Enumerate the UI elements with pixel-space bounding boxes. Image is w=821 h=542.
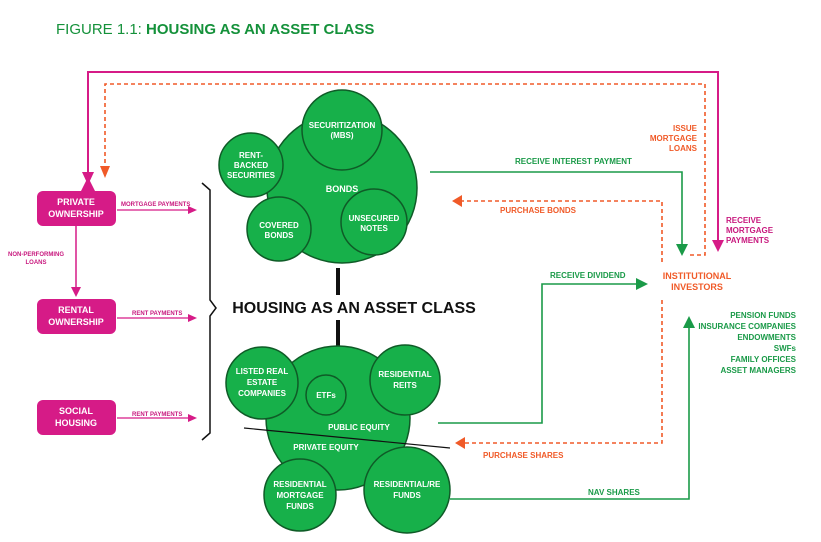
arrowhead-pink-down-icon	[712, 240, 724, 252]
arrowhead-pink-down-icon	[71, 287, 81, 297]
unsecured-notes-circle	[340, 188, 408, 256]
purchase-bonds-label: PURCHASE BONDS	[500, 206, 577, 215]
svg-text:BONDS: BONDS	[265, 231, 295, 240]
svg-text:MORTGAGE: MORTGAGE	[276, 491, 324, 500]
arrowhead-pink-down-icon	[82, 172, 94, 185]
issue-mortgage-label: ISSUE	[673, 124, 698, 133]
center-title: HOUSING AS AN ASSET CLASS	[232, 300, 476, 317]
svg-text:OWNERSHIP: OWNERSHIP	[48, 209, 104, 219]
institutional-investors-title-2: INVESTORS	[671, 282, 723, 292]
investor-type: PENSION FUNDS	[730, 311, 796, 320]
rental-ownership-box: RENTAL OWNERSHIP	[37, 299, 116, 334]
arrowhead-pink-right-icon	[188, 206, 197, 214]
svg-text:LISTED REAL: LISTED REAL	[236, 367, 289, 376]
covered-bonds-circle	[246, 196, 312, 262]
nav-shares-label: NAV SHARES	[588, 488, 641, 497]
residential-reits-circle	[369, 344, 441, 416]
receive-interest-flow	[430, 171, 683, 248]
rent-payments-label-2: RENT PAYMENTS	[132, 412, 182, 418]
svg-text:COVERED: COVERED	[259, 221, 299, 230]
etfs-circle	[305, 374, 347, 416]
svg-text:FUNDS: FUNDS	[286, 502, 314, 511]
arrowhead-orange-left-icon	[455, 437, 465, 449]
svg-text:SECURITIES: SECURITIES	[227, 171, 276, 180]
receive-dividend-label: RECEIVE DIVIDEND	[550, 271, 626, 280]
public-equity-label: PUBLIC EQUITY	[328, 423, 390, 432]
svg-text:RENTAL: RENTAL	[58, 305, 94, 315]
grouping-brace	[201, 182, 217, 441]
svg-text:OWNERSHIP: OWNERSHIP	[48, 317, 104, 327]
svg-text:COMPANIES: COMPANIES	[238, 389, 287, 398]
investor-type: ENDOWMENTS	[737, 333, 796, 342]
svg-text:RESIDENTIAL: RESIDENTIAL	[273, 480, 326, 489]
svg-text:RENT-: RENT-	[239, 151, 263, 160]
investor-type: FAMILY OFFICES	[731, 355, 797, 364]
securitization-circle	[301, 89, 383, 171]
svg-text:HOUSING: HOUSING	[55, 418, 97, 428]
non-performing-label-2: LOANS	[26, 260, 47, 266]
residential-re-funds-circle	[363, 446, 451, 534]
receive-dividend-flow	[438, 283, 640, 424]
receive-mortgage-label-3: PAYMENTS	[726, 236, 770, 245]
svg-text:PRIVATE: PRIVATE	[57, 197, 95, 207]
private-equity-label: PRIVATE EQUITY	[293, 443, 359, 452]
svg-text:(MBS): (MBS)	[330, 131, 353, 140]
non-performing-label: NON-PERFORMING	[8, 252, 64, 258]
residential-mortgage-funds-circle	[263, 458, 337, 532]
investor-type: ASSET MANAGERS	[720, 366, 796, 375]
svg-text:RESIDENTIAL/RE: RESIDENTIAL/RE	[374, 480, 441, 489]
nav-shares-flow	[450, 324, 690, 500]
purchase-bonds-flow	[458, 200, 663, 262]
arrowhead-green-down-icon	[676, 244, 688, 256]
issue-mortgage-label-3: LOANS	[669, 144, 698, 153]
bonds-cluster: BONDS SECURITIZATION (MBS) RENT- BACKED …	[218, 89, 418, 264]
svg-text:NOTES: NOTES	[360, 224, 388, 233]
svg-text:RESIDENTIAL: RESIDENTIAL	[378, 370, 431, 379]
figure-title: FIGURE 1.1: HOUSING AS AN ASSET CLASS	[56, 21, 374, 38]
arrowhead-orange-down-icon	[100, 166, 110, 178]
purchase-shares-flow	[462, 300, 663, 444]
arrowhead-green-right-icon	[636, 278, 648, 290]
arrowhead-pink-right-icon	[188, 314, 197, 322]
bonds-label: BONDS	[326, 184, 359, 194]
svg-text:ESTATE: ESTATE	[247, 378, 278, 387]
investor-type: SWFs	[774, 344, 797, 353]
institutional-investors-title: INSTITUTIONAL	[663, 271, 732, 281]
arrowhead-green-up-icon	[683, 316, 695, 328]
arrowhead-pink-right-icon	[188, 414, 197, 422]
social-housing-box: SOCIAL HOUSING	[37, 400, 116, 435]
investor-type: INSURANCE COMPANIES	[698, 322, 796, 331]
issue-mortgage-loans-flow	[104, 83, 706, 256]
purchase-shares-label: PURCHASE SHARES	[483, 451, 564, 460]
public-private-divider	[243, 427, 451, 449]
svg-text:BACKED: BACKED	[234, 161, 268, 170]
rent-backed-securities-circle	[218, 132, 284, 198]
rent-payments-label: RENT PAYMENTS	[132, 311, 182, 317]
mortgage-payments-label: MORTGAGE PAYMENTS	[121, 202, 190, 208]
equity-cluster: LISTED REAL ESTATE COMPANIES ETFs RESIDE…	[225, 344, 451, 534]
receive-interest-label: RECEIVE INTEREST PAYMENT	[515, 157, 632, 166]
svg-text:SECURITIZATION: SECURITIZATION	[309, 121, 376, 130]
svg-text:UNSECURED: UNSECURED	[349, 214, 400, 223]
receive-mortgage-payments-flow	[80, 71, 719, 246]
listed-real-estate-circle	[225, 346, 299, 420]
receive-mortgage-label-2: MORTGAGE	[726, 226, 774, 235]
receive-mortgage-label: RECEIVE	[726, 216, 762, 225]
svg-text:FUNDS: FUNDS	[393, 491, 421, 500]
svg-text:REITS: REITS	[393, 381, 417, 390]
private-ownership-box: PRIVATE OWNERSHIP	[37, 191, 116, 226]
issue-mortgage-label-2: MORTGAGE	[650, 134, 698, 143]
svg-text:ETFs: ETFs	[316, 391, 336, 400]
arrowhead-orange-left-icon	[452, 195, 462, 207]
svg-text:SOCIAL: SOCIAL	[59, 406, 94, 416]
